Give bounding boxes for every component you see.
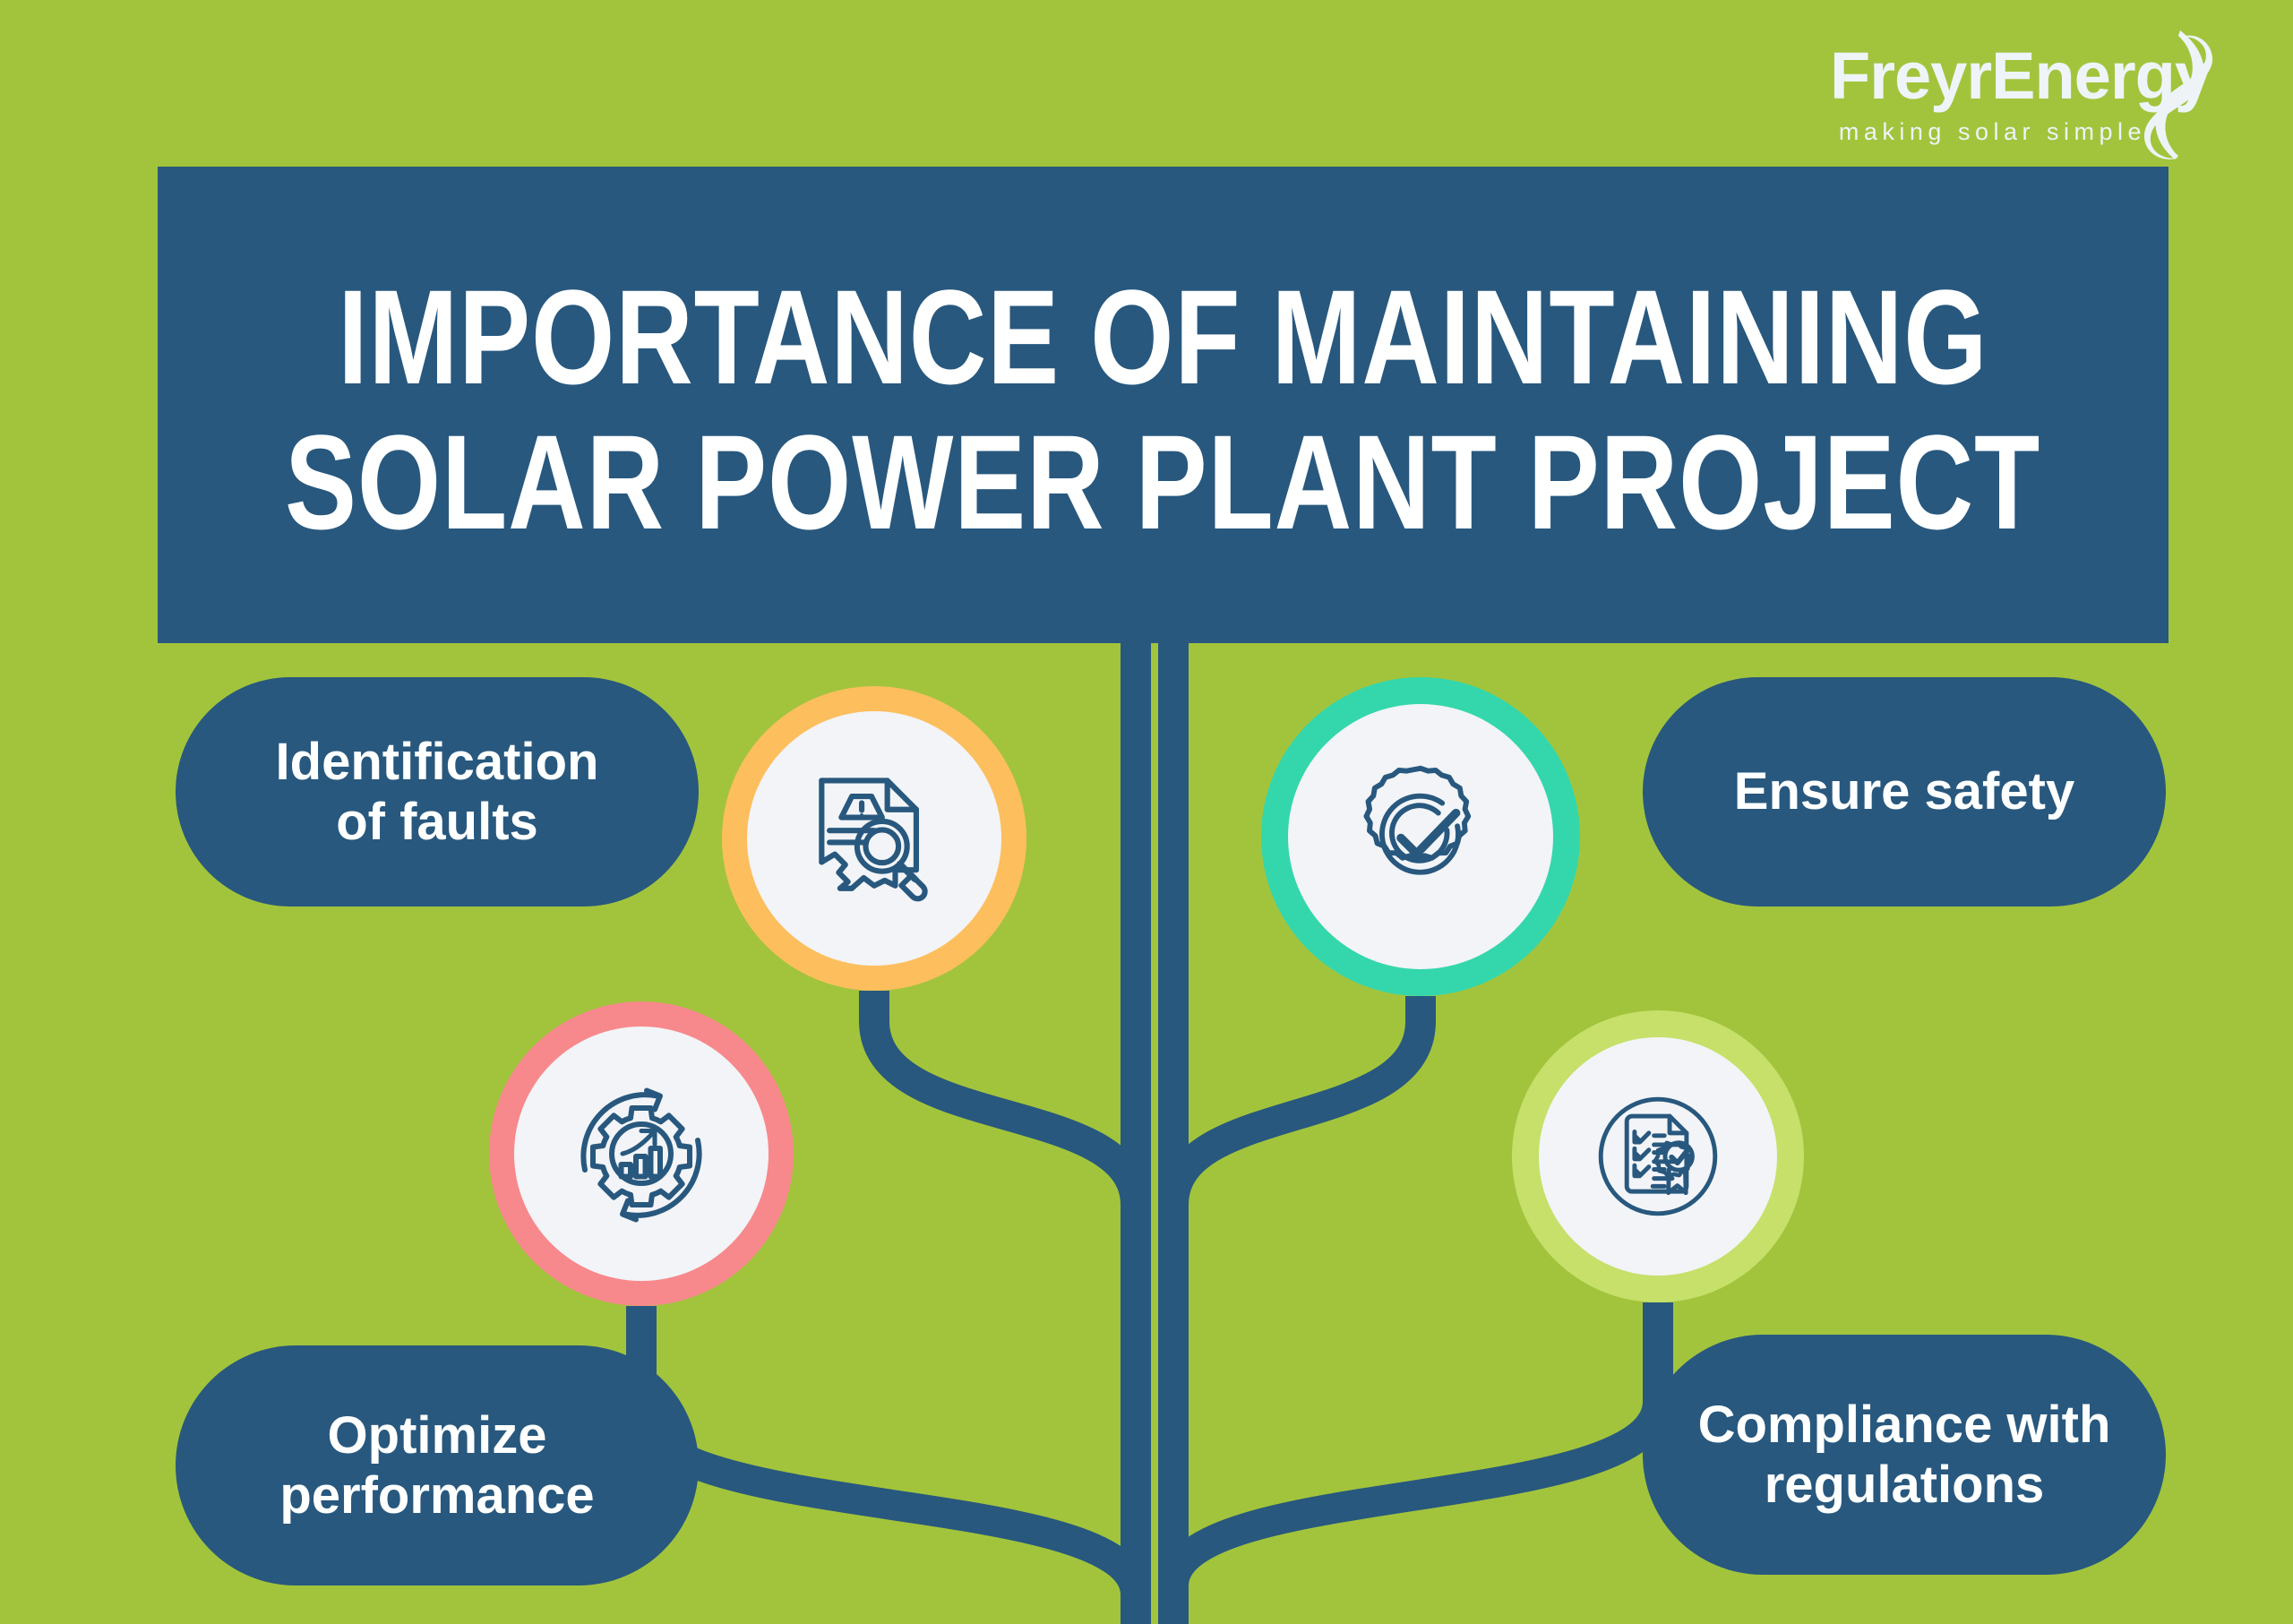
node-ensure-safety[interactable] bbox=[1261, 677, 1580, 996]
checklist-seal-icon bbox=[1598, 1096, 1718, 1216]
branch-optimize bbox=[626, 1306, 1151, 1597]
branch-faults bbox=[859, 991, 1151, 1207]
label-text: Ensure safety bbox=[1733, 762, 2075, 821]
node-inner-disc bbox=[1539, 1037, 1777, 1276]
label-text: Compliance with regulations bbox=[1698, 1395, 2111, 1516]
label-compliance-with-regulations[interactable]: Compliance with regulations bbox=[1643, 1335, 2166, 1575]
label-line-1: Optimize bbox=[327, 1405, 547, 1465]
label-line-2: regulations bbox=[1764, 1456, 2045, 1514]
label-line-1: Identification bbox=[275, 732, 599, 791]
logo-tagline: making solar simple bbox=[1838, 118, 2146, 145]
brand-logo: FreyrEnergy making solar simple bbox=[1830, 30, 2213, 159]
label-identification-of-faults[interactable]: Identification of faults bbox=[176, 677, 699, 907]
label-line-2: of faults bbox=[336, 793, 538, 851]
logo-wordmark: FreyrEnergy bbox=[1830, 39, 2211, 113]
node-compliance-with-regulations[interactable] bbox=[1512, 1010, 1804, 1302]
document-warning-magnifier-icon bbox=[819, 778, 928, 902]
branch-safety bbox=[1158, 996, 1436, 1207]
branch-compliance bbox=[1158, 1302, 1673, 1588]
gear-growth-chart-icon bbox=[580, 1087, 702, 1223]
node-inner-disc bbox=[747, 711, 1001, 966]
page-title: IMPORTANCE OF MAINTAINING SOLAR POWER PL… bbox=[158, 167, 2168, 643]
badge-check-icon bbox=[1363, 765, 1472, 875]
label-line-1: Compliance with bbox=[1697, 1395, 2111, 1454]
page-title-line-2: SOLAR POWER PLANT PROJECT bbox=[285, 407, 2041, 557]
node-identification-of-faults[interactable] bbox=[722, 686, 1026, 991]
label-text: Identification of faults bbox=[276, 732, 599, 853]
label-ensure-safety[interactable]: Ensure safety bbox=[1643, 677, 2166, 907]
page-title-line-1: IMPORTANCE OF MAINTAINING bbox=[338, 262, 1988, 412]
node-inner-disc bbox=[1288, 704, 1553, 969]
node-optimize-performance[interactable] bbox=[489, 1001, 794, 1306]
label-optimize-performance[interactable]: Optimize performance bbox=[176, 1345, 699, 1585]
label-text: Optimize performance bbox=[279, 1405, 594, 1526]
node-inner-disc bbox=[514, 1027, 769, 1281]
label-line-2: performance bbox=[279, 1466, 595, 1525]
